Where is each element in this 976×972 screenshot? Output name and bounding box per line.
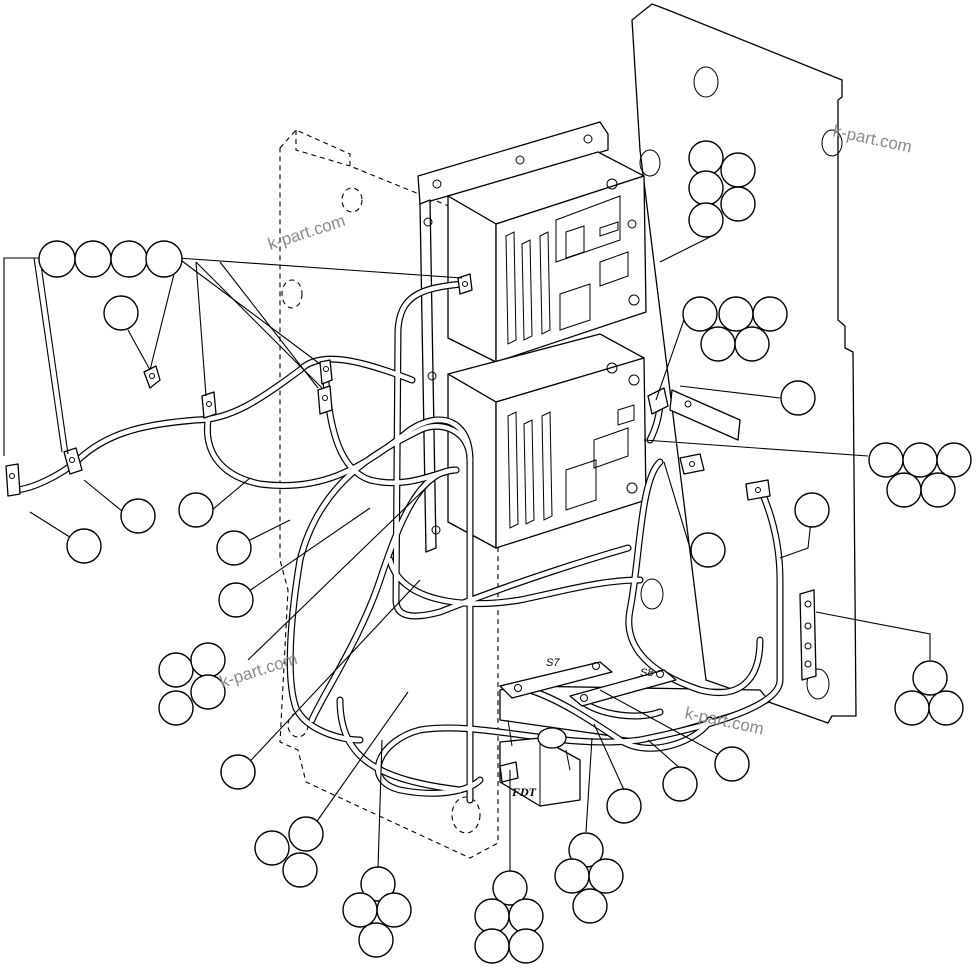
callout-bubble: [714, 746, 750, 782]
fdt-label: FDT: [511, 785, 537, 799]
lower-relay-module: [447, 333, 647, 549]
callout-bubble: [103, 295, 139, 331]
s7-label: S7: [546, 657, 560, 669]
callout-group-right-mid: [868, 442, 972, 508]
watermark: k-part.com: [265, 211, 347, 254]
callout-bubble: [220, 754, 256, 790]
callout-bubble: [690, 532, 726, 568]
wiring-harness: [10, 280, 784, 804]
callout-bubble: [606, 788, 642, 824]
s8-label: S8: [640, 667, 654, 679]
callout-bubble: [216, 530, 252, 566]
callout-group-right-upper: [682, 296, 788, 362]
callout-group-bottom-mid: [342, 866, 412, 958]
callout-bubble: [178, 492, 214, 528]
callout-group-bottom-left: [254, 816, 324, 888]
callout-bubble: [66, 528, 102, 564]
upper-relay-module: [447, 151, 647, 363]
callout-bubble: [794, 492, 830, 528]
ring-terminals: [5, 273, 771, 501]
callout-bubble: [780, 380, 816, 416]
fdt-component: FDT: [499, 719, 581, 807]
watermark: k-part.com: [217, 649, 299, 692]
callout-group-bottom-right: [554, 832, 624, 924]
callout-bubble: [662, 766, 698, 802]
terminal-strips: S7 S8: [499, 657, 677, 707]
rear-mounting-plate: [631, 3, 857, 724]
callout-group-bottom-center: [474, 870, 544, 964]
callout-bubble: [120, 498, 156, 534]
leader-lines: [3, 235, 931, 872]
callout-group-top-left: [38, 240, 183, 278]
callout-group-left: [158, 642, 226, 726]
callout-group-right-lower: [894, 660, 964, 726]
watermark: k-part.com: [831, 121, 913, 156]
bus-bars: [669, 389, 817, 681]
callout-group-top-right: [688, 140, 756, 238]
callout-bubble: [218, 582, 254, 618]
callout-bubbles: [38, 140, 972, 964]
